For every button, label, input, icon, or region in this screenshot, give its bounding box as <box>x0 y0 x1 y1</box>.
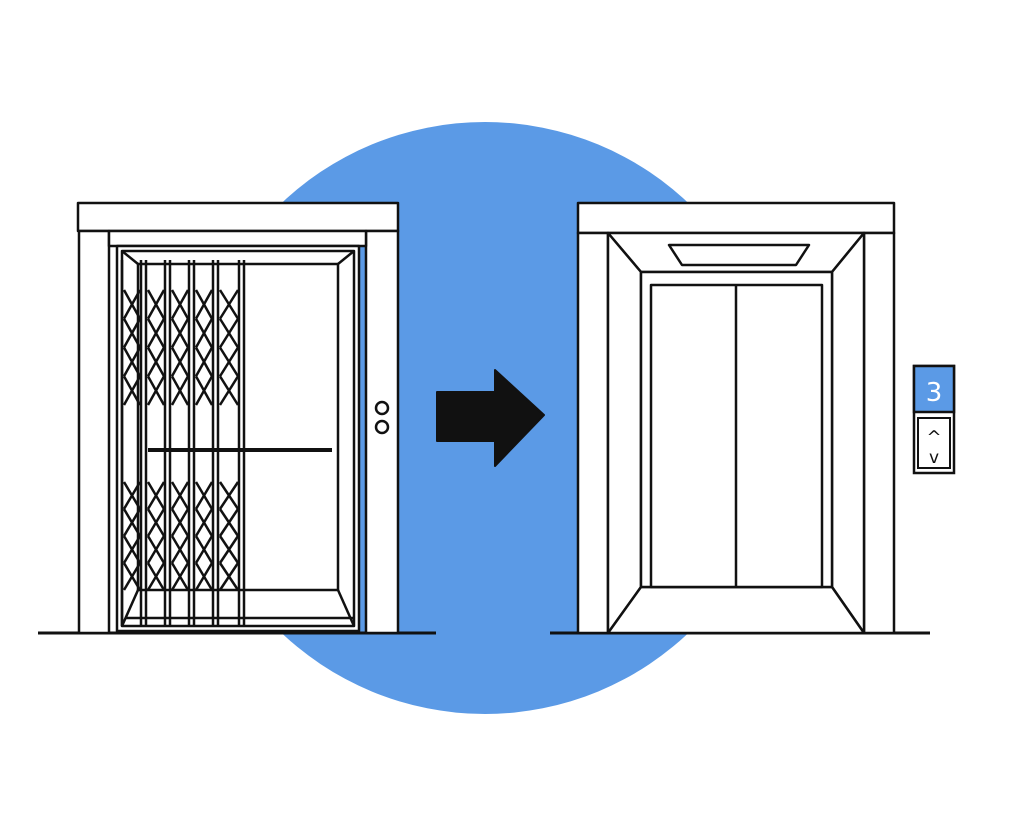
lattice-cross <box>218 562 240 591</box>
lattice-cross <box>218 346 240 377</box>
lattice-cross <box>146 346 166 377</box>
lattice-cross <box>218 508 240 537</box>
old-left-pillar <box>77 229 111 635</box>
lattice-cross <box>194 481 214 510</box>
lattice-cross <box>146 481 166 510</box>
lattice-cross <box>170 481 190 510</box>
down-button-label: v <box>929 448 939 468</box>
modern-cabin-floor <box>606 585 866 635</box>
lattice-cross <box>194 508 214 537</box>
modern-cabin-right-wall <box>830 231 866 635</box>
modern-elevator-icon <box>576 201 896 635</box>
modern-ceiling-light <box>667 243 811 267</box>
floor-indicator-display <box>912 364 956 414</box>
lattice-cross <box>122 481 142 510</box>
old-lattice-gate <box>120 260 246 626</box>
lattice-cross <box>170 375 190 406</box>
old-perspective-top-left <box>121 250 139 265</box>
old-call-button-up <box>374 400 390 416</box>
old-perspective-top-right <box>337 250 355 265</box>
lattice-cross <box>146 318 166 349</box>
lattice-cross <box>194 318 214 349</box>
old-perspective-bottom-right <box>336 589 356 627</box>
lattice-cross <box>122 535 142 564</box>
lattice-cross <box>146 535 166 564</box>
lattice-cross <box>170 508 190 537</box>
lattice-cross <box>194 375 214 406</box>
lattice-cross <box>170 289 190 320</box>
lattice-cross <box>218 289 240 320</box>
modern-right-pillar <box>862 231 896 635</box>
lattice-cross <box>122 562 142 591</box>
lattice-cross <box>194 289 214 320</box>
lattice-cross <box>218 375 240 406</box>
lattice-cross <box>146 562 166 591</box>
old-perspective-bottom-left <box>120 589 140 627</box>
lattice-cross <box>194 346 214 377</box>
lattice-cross <box>146 508 166 537</box>
lattice-cross <box>170 562 190 591</box>
lattice-cross <box>170 535 190 564</box>
arrow-right-icon <box>436 369 545 467</box>
lattice-cross <box>122 289 142 320</box>
lattice-cross <box>122 375 142 406</box>
old-lintel <box>76 201 400 233</box>
lattice-cross <box>146 289 166 320</box>
lattice-cross <box>146 375 166 406</box>
direction-buttons-box <box>917 417 951 469</box>
call-panel: 3 ^ v <box>912 364 956 475</box>
floor-number: 3 <box>926 378 943 408</box>
modern-cabin-left-wall <box>606 231 643 635</box>
lattice-cross <box>122 346 142 377</box>
old-inner-header <box>107 229 368 248</box>
lattice-cross <box>194 535 214 564</box>
up-button-label: ^ <box>926 427 941 448</box>
lattice-cross <box>170 346 190 377</box>
lattice-cross <box>218 535 240 564</box>
lattice-cross <box>218 318 240 349</box>
lattice-cross <box>194 562 214 591</box>
lattice-cross <box>122 318 142 349</box>
lattice-cross <box>218 481 240 510</box>
lattice-cross <box>122 508 142 537</box>
modern-left-pillar <box>576 231 610 635</box>
lattice-cross <box>170 318 190 349</box>
modern-lintel <box>576 201 896 235</box>
old-call-button-down <box>374 419 390 435</box>
